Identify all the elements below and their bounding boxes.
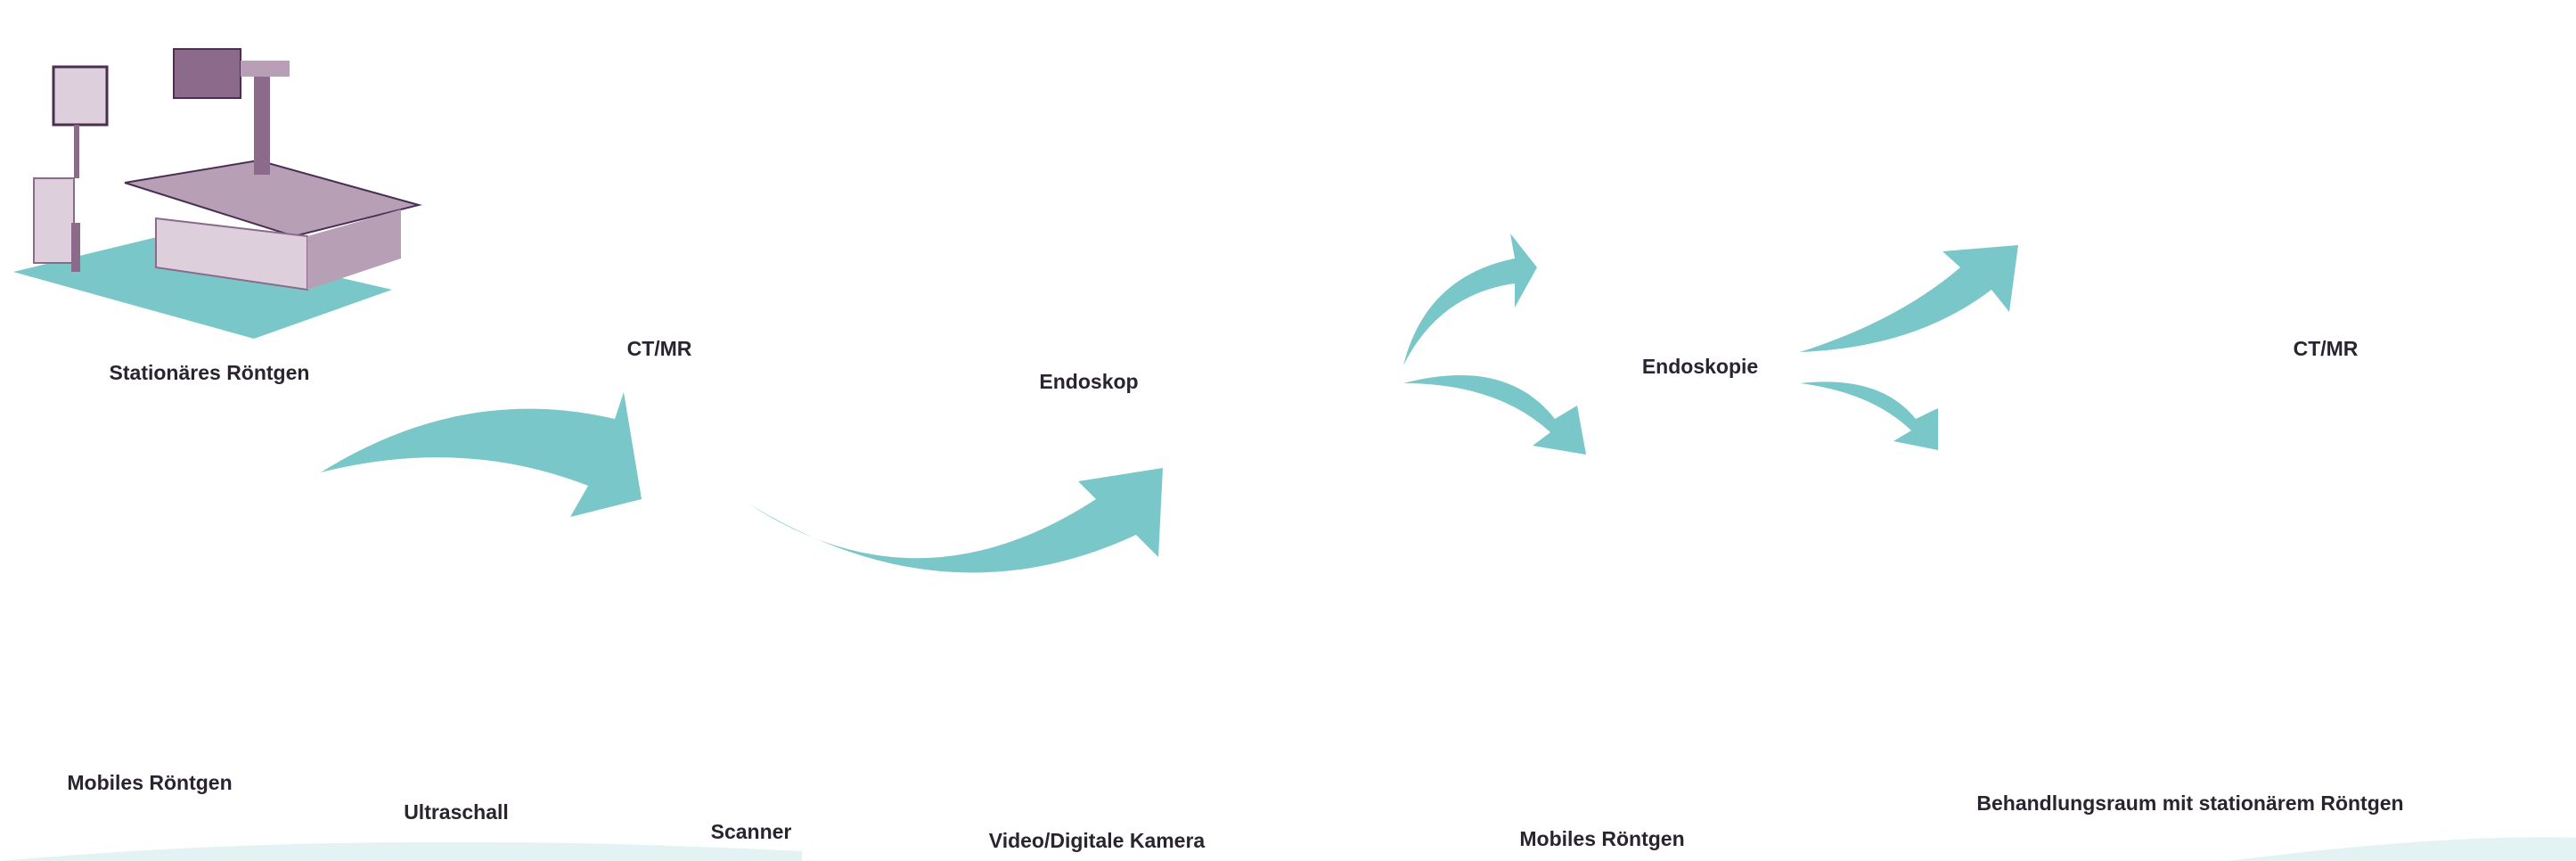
label-scanner: Scanner: [710, 820, 792, 843]
arrow-mid-up: [1403, 234, 1537, 365]
flow-arrows: [321, 234, 2018, 573]
label-mobile-xray: Mobiles Röntgen: [67, 771, 233, 794]
bottom-swoosh-right: [2228, 837, 2576, 861]
label-ct-mr-scene: CT/MR: [2293, 337, 2359, 360]
bottom-swoosh: [0, 841, 802, 861]
label-stationary-xray: Stationäres Röntgen: [109, 361, 310, 384]
label-camera: Video/Digitale Kamera: [988, 829, 1206, 852]
arrow-right-down: [1800, 381, 1938, 450]
label-mobile-xray-scene: Mobiles Röntgen: [1519, 827, 1685, 850]
label-ct-mr: CT/MR: [626, 337, 692, 360]
label-endoscope: Endoskop: [1039, 370, 1139, 393]
xray-table-icon: [13, 48, 422, 339]
arrow-right-up: [1800, 245, 2018, 352]
arrow-mid-down: [1403, 375, 1586, 455]
label-ultrasound: Ultraschall: [404, 800, 509, 824]
arrow-left-lower: [748, 468, 1163, 573]
label-treatment-room: Behandlungsraum mit stationärem Röntgen: [1976, 791, 2404, 815]
arrow-left-upper: [321, 392, 642, 517]
label-endoscopy-scene: Endoskopie: [1641, 355, 1759, 378]
